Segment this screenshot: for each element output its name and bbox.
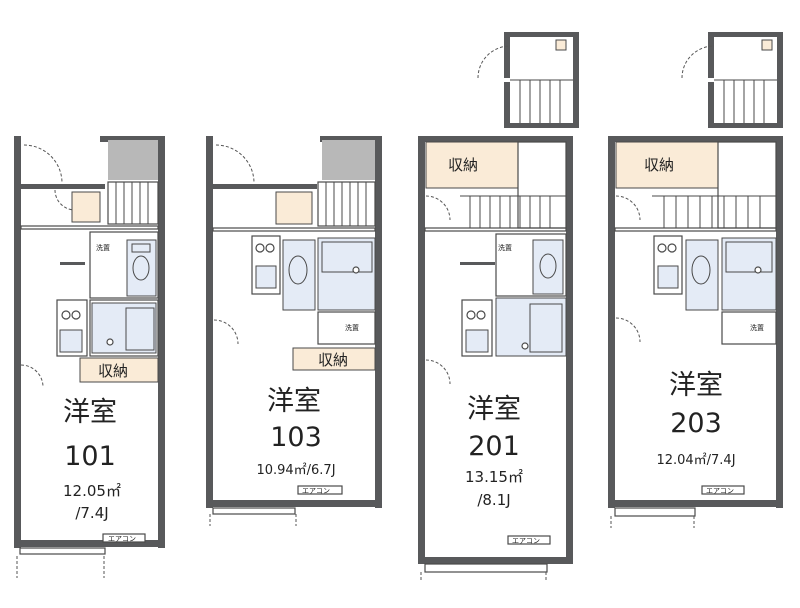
unit-201-number: 201 xyxy=(468,431,520,462)
unit-201-storage-label: 収納 xyxy=(448,156,478,174)
unit-203-washer-label: 洗置 xyxy=(750,323,764,332)
unit-203-area-tatami: 12.04㎡/7.4J xyxy=(656,453,735,468)
unit-201-washer-label: 洗置 xyxy=(498,243,512,252)
unit-101-number: 101 xyxy=(64,441,116,472)
unit-201-aircon-label: エアコン xyxy=(512,537,540,545)
unit-103-aircon-label: エアコン xyxy=(302,487,330,495)
unit-103-number: 103 xyxy=(270,422,322,453)
unit-203-storage-label: 収納 xyxy=(644,156,674,174)
unit-103-storage-label: 収納 xyxy=(318,351,348,369)
unit-201-room-label: 洋室 xyxy=(467,394,521,425)
unit-101-plan xyxy=(14,136,165,578)
unit-201-tatami: /8.1J xyxy=(477,491,510,509)
unit-203-aircon-label: エアコン xyxy=(706,487,734,495)
unit-201-plan xyxy=(418,32,579,582)
unit-103-area-tatami: 10.94㎡/6.7J xyxy=(256,463,335,478)
unit-101-area: 12.05㎡ xyxy=(63,482,121,500)
unit-101-storage-label: 収納 xyxy=(98,362,128,380)
unit-203-room-label: 洋室 xyxy=(669,370,723,401)
unit-103-plan xyxy=(206,136,382,526)
unit-203-number: 203 xyxy=(670,408,722,439)
unit-101-washer-label: 洗置 xyxy=(96,243,110,252)
unit-101-room-label: 洋室 xyxy=(63,397,117,428)
unit-103-room-label: 洋室 xyxy=(267,386,321,417)
unit-103-washer-label: 洗置 xyxy=(345,323,359,332)
unit-101-aircon-label: エアコン xyxy=(108,535,136,543)
unit-101-tatami: /7.4J xyxy=(75,504,108,522)
unit-201-area: 13.15㎡ xyxy=(465,468,523,486)
unit-203-plan xyxy=(608,32,783,528)
